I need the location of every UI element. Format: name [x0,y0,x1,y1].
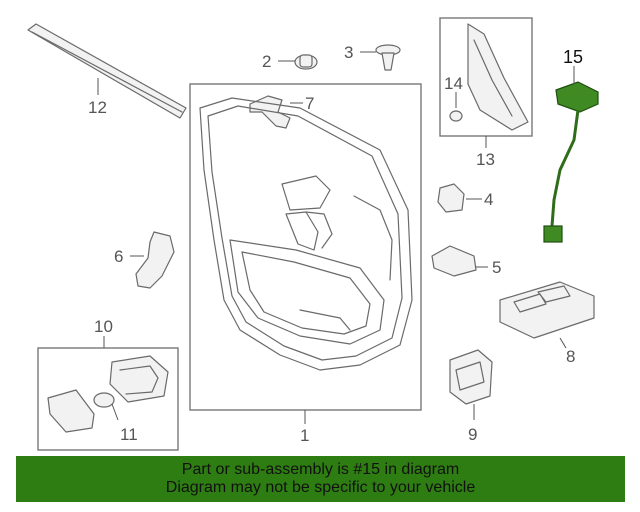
part-3-push-pin [375,44,401,71]
callout-1: 1 [300,426,309,445]
part-8-window-switch [499,281,595,339]
part-10-frame [37,347,179,451]
callout-7: 7 [305,94,314,113]
callout-10: 10 [94,317,113,336]
callout-2: 2 [262,52,271,71]
part-10-handle-assembly [109,355,169,403]
part-12-molding [27,23,187,119]
callout-15: 15 [563,47,583,67]
part-9-switch [449,349,493,405]
banner-line-1: Part or sub-assembly is #15 in diagram [181,461,460,478]
callout-8: 8 [566,347,575,366]
part-11-handle-bezel [47,389,115,433]
part-2-clip [294,54,318,70]
callout-11: 11 [120,425,138,444]
leader-11 [111,403,119,421]
banner-line-2: Diagram may not be specific to your vehi… [165,479,476,496]
part-7-bracket [249,95,291,129]
callout-14: 14 [444,74,463,93]
part-6-pad [135,231,175,289]
callout-3: 3 [344,43,353,62]
part-5-bracket [431,245,477,277]
leader-8 [559,337,567,349]
callout-5: 5 [492,258,501,277]
callout-13: 13 [476,150,495,169]
part-13-mirror-cover [467,23,529,131]
part-1-door-trim-panel [199,97,413,371]
callout-12: 12 [88,98,107,117]
callout-4: 4 [484,190,493,209]
info-banner: Part or sub-assembly is #15 in diagram D… [16,456,625,502]
callout-9: 9 [468,425,477,444]
callout-6: 6 [114,247,123,266]
part-4-bracket [437,183,465,213]
part-15-harness[interactable] [543,81,599,243]
part-14-screw [449,110,463,122]
